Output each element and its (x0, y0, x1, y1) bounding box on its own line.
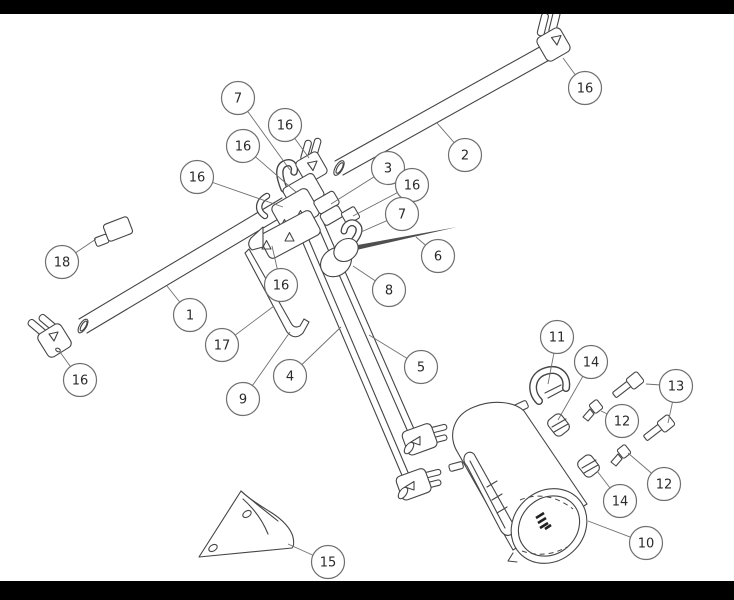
part-wire-6 (352, 227, 457, 251)
callout-label: 16 (577, 82, 594, 97)
top-letterbox-bar (0, 0, 734, 14)
part-clip-14b (577, 454, 600, 478)
callout-label: 17 (214, 339, 231, 354)
callout-label: 2 (461, 149, 469, 164)
part-rod-4-connector (395, 468, 442, 501)
callout-balloon (628, 525, 664, 561)
callout-balloon (272, 358, 308, 394)
callout-label: 16 (273, 279, 290, 294)
callout-balloon (420, 238, 456, 274)
callout-label: 6 (434, 250, 442, 265)
callout-balloon (658, 368, 694, 404)
part-knob-8 (320, 219, 363, 278)
part-rod-4 (299, 232, 411, 481)
callout-balloon (44, 244, 80, 280)
part-bolt-13b (643, 414, 676, 441)
callout-label: 1 (186, 309, 194, 324)
callout-balloon (310, 544, 346, 580)
part-bolt-13a (612, 371, 645, 398)
callout-balloon (604, 403, 640, 439)
callout-label: 11 (549, 331, 566, 346)
part-clip-16-top-right (536, 10, 571, 62)
part-clip-16-left (27, 313, 72, 358)
callout-label: 16 (72, 374, 89, 389)
part-bracket-15 (198, 490, 295, 558)
callout-label: 14 (583, 356, 600, 371)
part-tube-1 (77, 197, 291, 334)
callouts-layer: 7 16 16 16 16 2 3 16 7 6 8 18 1 17 16 16 9 4 5 11 14 13 12 12 14… (44, 57, 694, 580)
callout-label: 13 (668, 380, 685, 395)
part-central-assembly (248, 137, 361, 259)
callout-balloon (62, 362, 98, 398)
callout-balloon (263, 267, 299, 303)
part-pin-18 (93, 216, 134, 247)
callout-balloon (403, 349, 439, 385)
cylinder-face-marks (535, 511, 552, 531)
callout-label: 3 (384, 162, 392, 177)
callout-balloon (602, 483, 638, 519)
callout-balloon (225, 128, 261, 164)
callout-label: 5 (417, 361, 425, 376)
callout-balloon (179, 159, 215, 195)
callout-label: 15 (320, 556, 337, 571)
callout-balloon (573, 344, 609, 380)
callout-balloon (567, 70, 603, 106)
callout-label: 18 (54, 256, 71, 271)
callout-balloon (371, 272, 407, 308)
callout-label: 12 (614, 415, 631, 430)
callout-label: 16 (277, 119, 294, 134)
callout-balloon (370, 150, 406, 186)
callout-label: 10 (638, 537, 655, 552)
part-u-clip-11 (529, 366, 571, 405)
callout-label: 8 (385, 284, 393, 299)
callout-label: 12 (656, 478, 673, 493)
callout-balloon (172, 297, 208, 333)
part-screw-12b (610, 444, 632, 467)
callout-label: 16 (189, 171, 206, 186)
callout-label: 4 (286, 370, 294, 385)
callout-balloon (539, 319, 575, 355)
part-clip-14a (547, 413, 570, 437)
callout-label: 16 (404, 179, 421, 194)
callout-label: 14 (612, 495, 629, 510)
part-rod-5-connector (401, 423, 448, 456)
callout-balloon (225, 381, 261, 417)
callout-label: 7 (234, 92, 242, 107)
part-screw-12a (582, 399, 604, 422)
callout-balloon (220, 80, 256, 116)
callout-label: 7 (398, 208, 406, 223)
part-tube-2 (333, 43, 554, 176)
bottom-letterbox-bar (0, 581, 734, 600)
callout-balloon (447, 137, 483, 173)
callout-label: 16 (235, 140, 252, 155)
part-rod-17 (244, 248, 310, 338)
callout-label: 9 (239, 393, 247, 408)
callout-balloon (646, 466, 682, 502)
callout-balloon (204, 327, 240, 363)
callout-balloon (384, 196, 420, 232)
part-cylinder-10 (448, 400, 588, 564)
callout-balloon (267, 107, 303, 143)
